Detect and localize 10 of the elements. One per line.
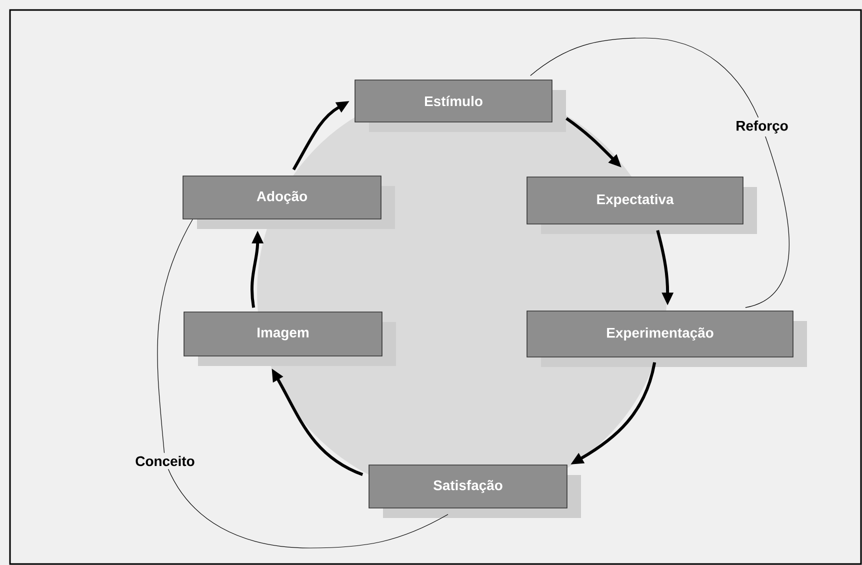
process-box: Satisfação: [368, 464, 581, 518]
process-box: Adoção: [182, 176, 395, 229]
connector-curve: [530, 38, 790, 308]
edge-label: Conceito: [132, 452, 198, 470]
process-box: Imagem: [184, 312, 396, 366]
connector-curve: [157, 219, 448, 548]
process-box: Expectativa: [526, 176, 757, 234]
process-box: Estímulo: [354, 80, 566, 132]
edge-label: Reforço: [732, 118, 792, 136]
process-box: Experimentação: [526, 310, 807, 367]
